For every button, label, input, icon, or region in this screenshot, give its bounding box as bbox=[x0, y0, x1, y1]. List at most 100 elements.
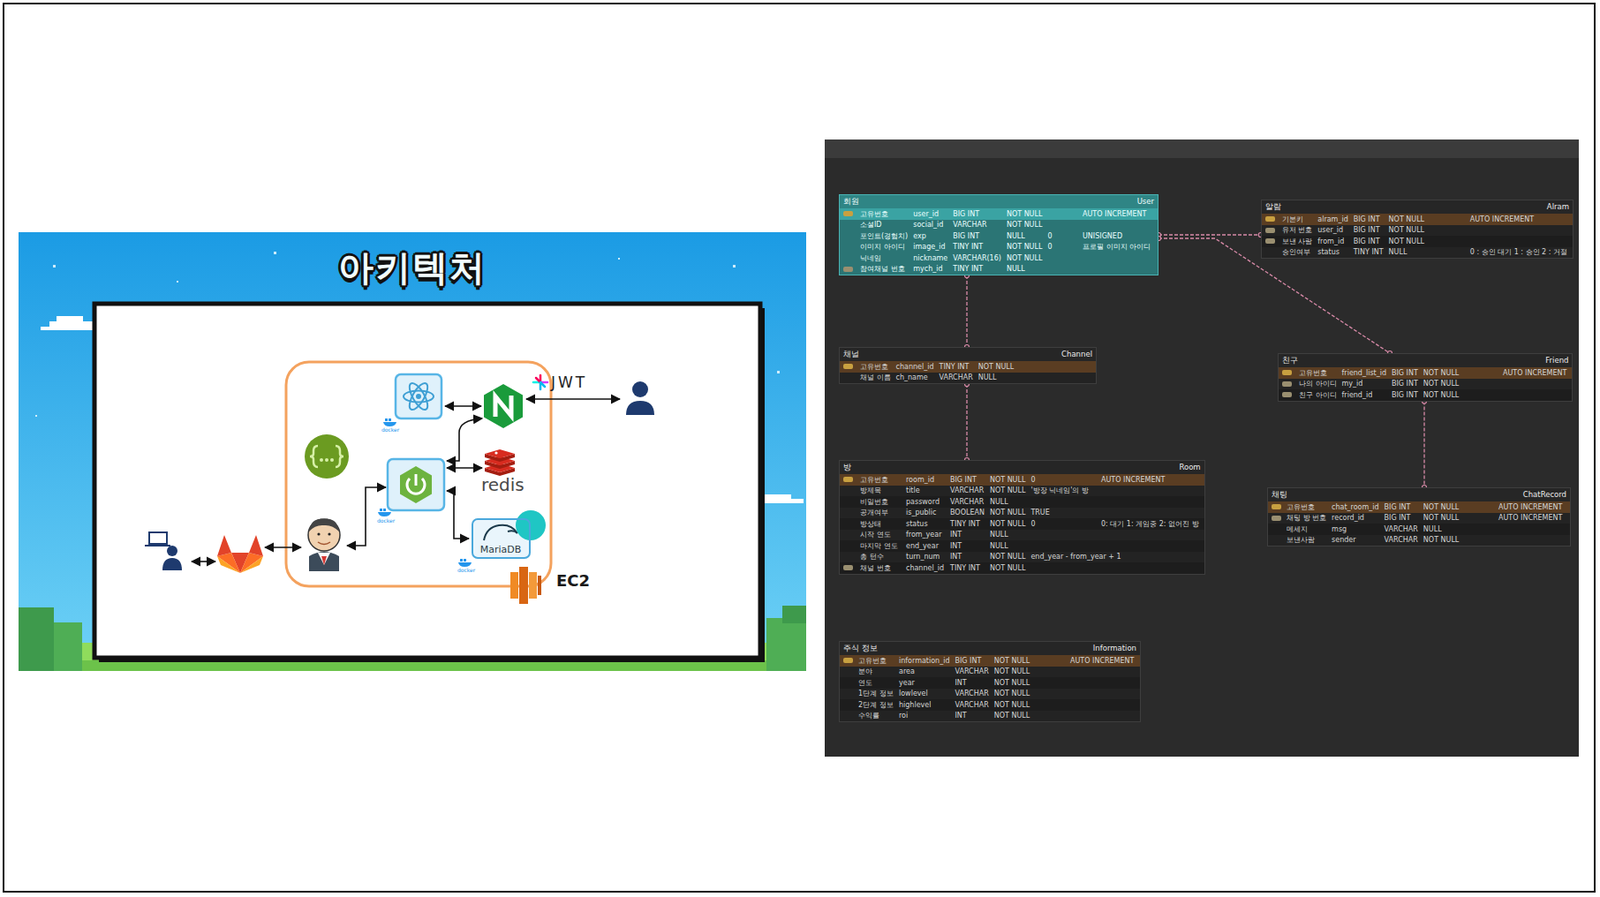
table-cell: NULL bbox=[1388, 248, 1408, 257]
table-row: 포인트(경험치)expBIG INTNULL0UNISIGNED bbox=[839, 230, 1158, 242]
docker-label: docker bbox=[377, 518, 395, 525]
table-row: 고유번호channel_idTINY INTNOT NULL bbox=[839, 361, 1096, 373]
table-cell: 닉네임 bbox=[860, 254, 882, 263]
table-cell: NOT NULL bbox=[1388, 215, 1425, 224]
table-row: 메세지msgVARCHARNULL bbox=[1267, 523, 1570, 536]
table-row: 고유번호chat_room_idBIG INTNOT NULLAUTO INCR… bbox=[1267, 501, 1570, 514]
table-row: 나의 아이디my_idBIG INTNOT NULL bbox=[1278, 378, 1572, 391]
jwt-logo bbox=[533, 375, 548, 390]
table-cell: turn_num bbox=[905, 552, 940, 561]
table-name: 방 bbox=[843, 462, 852, 472]
table-cell: VARCHAR bbox=[954, 689, 989, 698]
table-cell: 수익률 bbox=[858, 711, 880, 720]
gitlab-icon bbox=[217, 535, 264, 574]
table-cell: 분야 bbox=[858, 667, 873, 676]
table-cell: 고유번호 bbox=[860, 475, 889, 484]
table-cell: msg bbox=[1331, 525, 1347, 534]
table-name-en: Channel bbox=[1061, 349, 1093, 359]
table-cell: NOT NULL bbox=[1423, 391, 1459, 400]
table-cell: sender bbox=[1331, 535, 1356, 544]
table-cell: 0 : 승인 대기 1 : 승인 2 : 거절 bbox=[1470, 248, 1568, 257]
database-name: MariaDB bbox=[480, 544, 522, 556]
erd-table: 채널Channel고유번호channel_idTINY INTNOT NULL채… bbox=[838, 347, 1097, 385]
table-cell: 1단계 정보 bbox=[858, 689, 894, 698]
table-cell: NOT NULL bbox=[994, 679, 1030, 687]
erd-table: 방Room고유번호room_idBIG INTNOT NULL0AUTO INC… bbox=[838, 460, 1206, 575]
table-cell: year bbox=[898, 679, 915, 687]
table-cell: NOT NULL bbox=[1006, 242, 1042, 251]
table-cell: from_year bbox=[905, 530, 942, 539]
table-cell: INT bbox=[950, 542, 962, 551]
table-row: 친구 아이디friend_idBIG INTNOT NULL bbox=[1278, 389, 1572, 401]
table-row: 이미지 아이디image_idTINY INTNOT NULL0프로필 이미지 … bbox=[839, 241, 1158, 254]
relation-line bbox=[1158, 233, 1261, 235]
table-row: 비밀번호passwordVARCHARNULL bbox=[839, 496, 1205, 508]
table-cell: NOT NULL bbox=[1006, 210, 1042, 219]
table-cell: 비밀번호 bbox=[860, 498, 889, 506]
table-cell: end_year - from_year + 1 bbox=[1030, 552, 1121, 561]
table-cell: VARCHAR bbox=[950, 498, 984, 506]
table-cell: UNISIGNED bbox=[1082, 232, 1123, 241]
erd-table: 알람Alram기본키alram_idBIG INTNOT NULLAUTO IN… bbox=[1260, 199, 1574, 259]
table-cell: VARCHAR bbox=[952, 220, 987, 229]
table-cell: BIG INT bbox=[954, 656, 982, 665]
table-cell: NOT NULL bbox=[1388, 237, 1425, 246]
architecture-arrows bbox=[191, 399, 620, 562]
table-cell: NOT NULL bbox=[994, 689, 1030, 698]
table-cell: 0 bbox=[1047, 232, 1052, 241]
table-cell: NOT NULL bbox=[989, 564, 1026, 573]
table-cell: NOT NULL bbox=[1423, 535, 1459, 544]
table-cell: BIG INT bbox=[1353, 215, 1381, 224]
table-cell: BIG INT bbox=[1384, 503, 1412, 512]
table-cell: BIG INT bbox=[1353, 237, 1381, 246]
table-cell: 고유번호 bbox=[858, 656, 887, 665]
nginx-icon bbox=[483, 384, 523, 429]
table-name: 회원 bbox=[843, 196, 860, 206]
table-cell: 0 bbox=[1030, 475, 1035, 484]
table-cell: 프로필 이미지 아이디 bbox=[1082, 242, 1151, 251]
table-cell: '방장 닉네임'의 방 bbox=[1030, 486, 1088, 495]
table-name-en: Friend bbox=[1545, 355, 1569, 365]
table-cell: 마지막 연도 bbox=[860, 542, 899, 551]
tech-label: redis bbox=[481, 475, 525, 495]
developer-icon bbox=[144, 532, 182, 571]
ec2-icon bbox=[510, 566, 542, 604]
table-row: 채팅 방 번호record_idBIG INTNOT NULLAUTO INCR… bbox=[1267, 513, 1570, 525]
key-icon bbox=[1271, 504, 1282, 510]
table-cell: 0 bbox=[1047, 242, 1052, 251]
key-icon bbox=[843, 657, 853, 664]
table-cell: alram_id bbox=[1317, 215, 1348, 224]
mariadb-icon bbox=[471, 510, 546, 559]
table-cell: BIG INT bbox=[950, 475, 977, 484]
table-cell: 채팅 방 번호 bbox=[1286, 513, 1327, 522]
table-cell: NOT NULL bbox=[989, 486, 1026, 495]
table-cell: 승인여부 bbox=[1282, 248, 1311, 257]
table-cell: INT bbox=[950, 530, 962, 539]
table-header bbox=[1278, 354, 1572, 368]
jenkins-icon bbox=[308, 519, 340, 572]
docker-icon bbox=[377, 418, 472, 567]
table-cell: NOT NULL bbox=[978, 362, 1014, 371]
key-icon bbox=[1265, 227, 1276, 234]
table-cell: NOT NULL bbox=[989, 520, 1026, 529]
table-cell: TINY INT bbox=[1353, 248, 1384, 257]
table-cell: friend_list_id bbox=[1342, 369, 1387, 378]
table-cell: VARCHAR bbox=[939, 373, 974, 382]
table-cell: BIG INT bbox=[1391, 379, 1419, 388]
table-cell: TRUE bbox=[1030, 508, 1050, 517]
key-icon bbox=[843, 476, 853, 483]
table-cell: TINY INT bbox=[950, 520, 981, 529]
table-cell: AUTO INCREMENT bbox=[1502, 369, 1567, 378]
table-name: 친구 bbox=[1282, 355, 1299, 365]
table-cell: BIG INT bbox=[952, 232, 980, 241]
table-row: 고유번호friend_list_idBIG INTNOT NULLAUTO IN… bbox=[1278, 367, 1572, 379]
table-cell: INT bbox=[950, 552, 962, 561]
table-cell: TINY INT bbox=[950, 564, 981, 573]
docker-label: docker bbox=[457, 567, 476, 574]
table-header bbox=[839, 195, 1158, 209]
table-row: 총 턴수turn_numINTNOT NULLend_year - from_y… bbox=[839, 551, 1205, 564]
table-name-en: Room bbox=[1178, 462, 1200, 472]
key-icon bbox=[843, 266, 853, 272]
table-cell: 유저 번호 bbox=[1282, 226, 1314, 234]
table-cell: NOT NULL bbox=[994, 656, 1030, 665]
